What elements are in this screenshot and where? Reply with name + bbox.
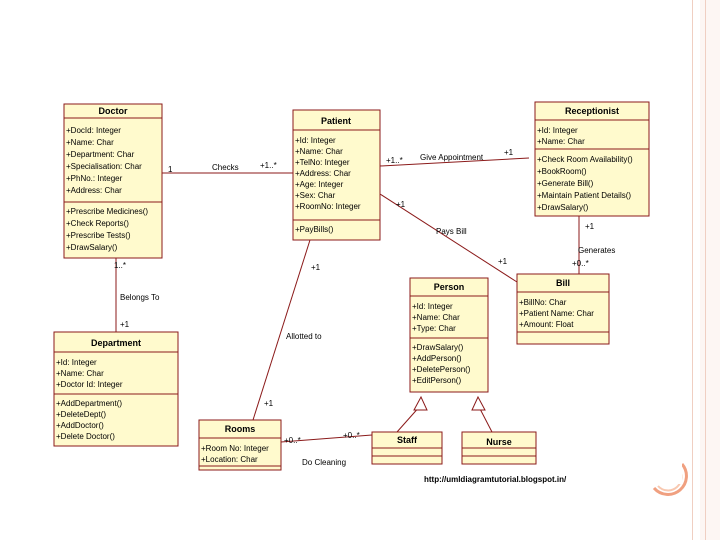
mult-cleaning-rooms: +0..* xyxy=(284,436,301,445)
line-do-cleaning xyxy=(280,434,373,443)
class-receptionist-title: Receptionist xyxy=(565,106,619,116)
patient-attr: +Name: Char xyxy=(295,147,343,156)
department-attr: +Id: Integer xyxy=(56,358,97,367)
doctor-attr: +Address: Char xyxy=(66,186,122,195)
class-person-title: Person xyxy=(434,282,465,292)
person-op: +DrawSalary() xyxy=(412,343,464,352)
mult-generates-receptionist: +1 xyxy=(585,222,595,231)
patient-attr: +Address: Char xyxy=(295,169,351,178)
mult-generates-bill: +0..* xyxy=(572,259,589,268)
line-allotted-to xyxy=(252,239,311,421)
source-url: http://umldiagramtutorial.blogspot.in/ xyxy=(424,475,567,484)
doctor-attr: +Specialisation: Char xyxy=(66,162,142,171)
class-doctor-title: Doctor xyxy=(99,106,128,116)
receptionist-op: +Check Room Availability() xyxy=(537,155,633,164)
generalization-arrow-staff xyxy=(413,395,428,411)
class-department: Department +Id: Integer +Name: Char +Doc… xyxy=(53,331,179,447)
class-doctor: Doctor +DocId: Integer +Name: Char +Depa… xyxy=(63,103,163,259)
department-attr: +Doctor Id: Integer xyxy=(56,380,123,389)
receptionist-op: +DrawSalary() xyxy=(537,203,589,212)
receptionist-op: +Maintain Patient Details() xyxy=(537,191,631,200)
assoc-pays-bill-label: Pays Bill xyxy=(436,227,467,236)
class-patient: Patient +Id: Integer +Name: Char +TelNo:… xyxy=(292,109,381,241)
receptionist-attr: +Id: Integer xyxy=(537,126,578,135)
mult-cleaning-staff: +0..* xyxy=(343,431,360,440)
class-bill-title: Bill xyxy=(556,278,570,288)
patient-op: +PayBills() xyxy=(295,225,334,234)
line-give-appointment xyxy=(379,157,530,167)
person-attr: +Type: Char xyxy=(412,324,456,333)
patient-attr: +Id: Integer xyxy=(295,136,336,145)
slide-border xyxy=(692,0,706,540)
bill-attr: +Amount: Float xyxy=(519,320,574,329)
assoc-generates-label: Generates xyxy=(578,246,615,255)
generalization-arrow-nurse xyxy=(471,395,486,411)
mult-checks-patient: +1..* xyxy=(260,161,277,170)
patient-attr: +RoomNo: Integer xyxy=(295,202,361,211)
patient-attr: +TelNo: Integer xyxy=(295,158,350,167)
receptionist-op: +Generate Bill() xyxy=(537,179,594,188)
class-staff-title: Staff xyxy=(397,435,418,445)
mult-pays-patient: +1 xyxy=(396,200,406,209)
mult-belongs-department: +1 xyxy=(120,320,130,329)
class-bill: Bill +BillNo: Char +Patient Name: Char +… xyxy=(516,273,610,345)
person-attr: +Name: Char xyxy=(412,313,460,322)
person-op: +AddPerson() xyxy=(412,354,462,363)
patient-attr: +Sex: Char xyxy=(295,191,336,200)
assoc-do-cleaning-label: Do Cleaning xyxy=(302,458,346,467)
mult-pays-bill: +1 xyxy=(498,257,508,266)
doctor-op: +Check Reports() xyxy=(66,219,129,228)
department-attr: +Name: Char xyxy=(56,369,104,378)
rooms-attr: +Location: Char xyxy=(201,455,258,464)
doctor-op: +Prescribe Medicines() xyxy=(66,207,148,216)
receptionist-op: +BookRoom() xyxy=(537,167,587,176)
doctor-attr: +Name: Char xyxy=(66,138,114,147)
department-op: +AddDepartment() xyxy=(56,399,122,408)
department-op: +AddDoctor() xyxy=(56,421,104,430)
receptionist-attr: +Name: Char xyxy=(537,137,585,146)
assoc-allotted-to-label: Allotted to xyxy=(286,332,322,341)
assoc-belongs-to-label: Belongs To xyxy=(120,293,160,302)
mult-allotted-patient: +1 xyxy=(311,263,321,272)
person-attr: +Id: Integer xyxy=(412,302,453,311)
assoc-give-appointment-label: Give Appointment xyxy=(420,153,484,162)
line-pays-bill xyxy=(379,193,518,283)
assoc-checks-label: Checks xyxy=(212,163,239,172)
doctor-op: +Prescribe Tests() xyxy=(66,231,131,240)
bill-attr: +BillNo: Char xyxy=(519,298,567,307)
class-patient-title: Patient xyxy=(321,116,351,126)
department-op: +DeleteDept() xyxy=(56,410,106,419)
mult-appointment-patient: +1..* xyxy=(386,156,403,165)
department-op: +Delete Doctor() xyxy=(56,432,115,441)
rooms-attr: +Room No: Integer xyxy=(201,444,269,453)
person-op: +EditPerson() xyxy=(412,376,461,385)
doctor-op: +DrawSalary() xyxy=(66,243,118,252)
mult-appointment-receptionist: +1 xyxy=(504,148,514,157)
class-person: Person +Id: Integer +Name: Char +Type: C… xyxy=(409,277,489,393)
class-nurse: Nurse xyxy=(461,431,537,465)
class-department-title: Department xyxy=(91,338,141,348)
doctor-attr: +Department: Char xyxy=(66,150,135,159)
class-rooms-title: Rooms xyxy=(225,424,256,434)
person-op: +DeletePerson() xyxy=(412,365,471,374)
mult-checks-doctor: 1 xyxy=(168,165,173,174)
patient-attr: +Age: Integer xyxy=(295,180,344,189)
class-rooms: Rooms +Room No: Integer +Location: Char xyxy=(198,419,282,471)
class-receptionist: Receptionist +Id: Integer +Name: Char +C… xyxy=(534,101,650,217)
doctor-attr: +PhNo.: Integer xyxy=(66,174,123,183)
class-nurse-title: Nurse xyxy=(486,437,512,447)
mult-belongs-doctor: 1..* xyxy=(114,261,126,270)
uml-class-diagram: Checks 1 +1..* Give Appointment +1..* +1… xyxy=(52,86,682,484)
class-staff: Staff xyxy=(371,431,443,465)
bill-attr: +Patient Name: Char xyxy=(519,309,594,318)
diagram-svg: Checks 1 +1..* Give Appointment +1..* +1… xyxy=(53,101,650,484)
mult-allotted-rooms: +1 xyxy=(264,399,274,408)
doctor-attr: +DocId: Integer xyxy=(66,126,121,135)
